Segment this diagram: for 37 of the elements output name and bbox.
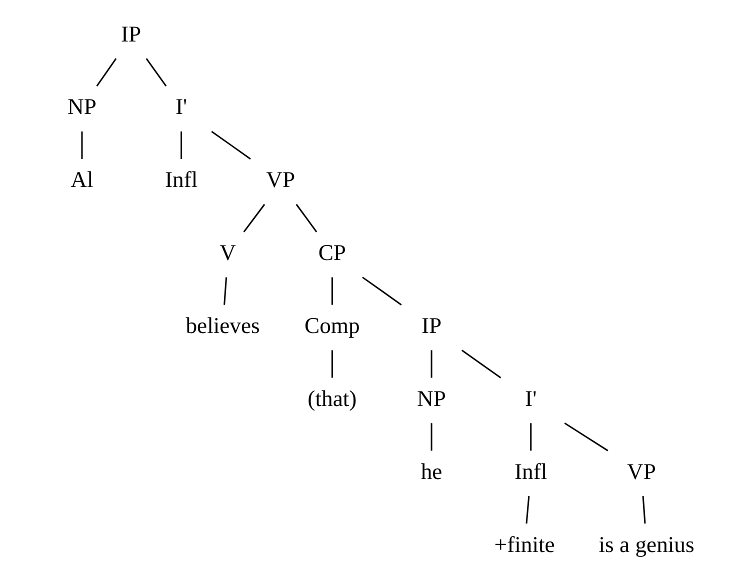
connector [96, 58, 117, 86]
connector [180, 131, 182, 159]
node-text: believes [186, 312, 260, 338]
connector [461, 350, 502, 378]
node-text: I' [175, 94, 188, 120]
node-text: NP [417, 386, 446, 411]
connector [211, 130, 251, 160]
connector [642, 496, 646, 524]
node-text: CP [318, 240, 346, 266]
connector [331, 350, 333, 378]
node-text: Al [70, 167, 94, 192]
connector [430, 350, 432, 378]
connector [224, 277, 228, 305]
connector [526, 496, 530, 524]
node-text: IP [421, 312, 442, 338]
node-text: Infl [164, 167, 198, 192]
node-text: Comp [304, 312, 360, 338]
connector [81, 131, 83, 159]
node-text: NP [68, 94, 96, 120]
connector [564, 422, 608, 452]
connector [243, 204, 266, 232]
node-text: VP [627, 458, 656, 484]
connector [530, 423, 532, 451]
node-text: Infl [514, 458, 548, 484]
connector [296, 204, 318, 232]
node-text: VP [266, 167, 296, 192]
node-text: I' [525, 386, 537, 411]
node-text: V [220, 240, 236, 266]
connector [362, 276, 402, 306]
node-text: +finite [494, 532, 555, 557]
connector [331, 277, 333, 305]
node-text: is a genius [598, 532, 694, 557]
node-text: IP [120, 21, 142, 46]
node-text: he [420, 458, 442, 484]
connector [430, 423, 432, 451]
connector [146, 58, 167, 86]
node-text: (that) [308, 386, 357, 411]
